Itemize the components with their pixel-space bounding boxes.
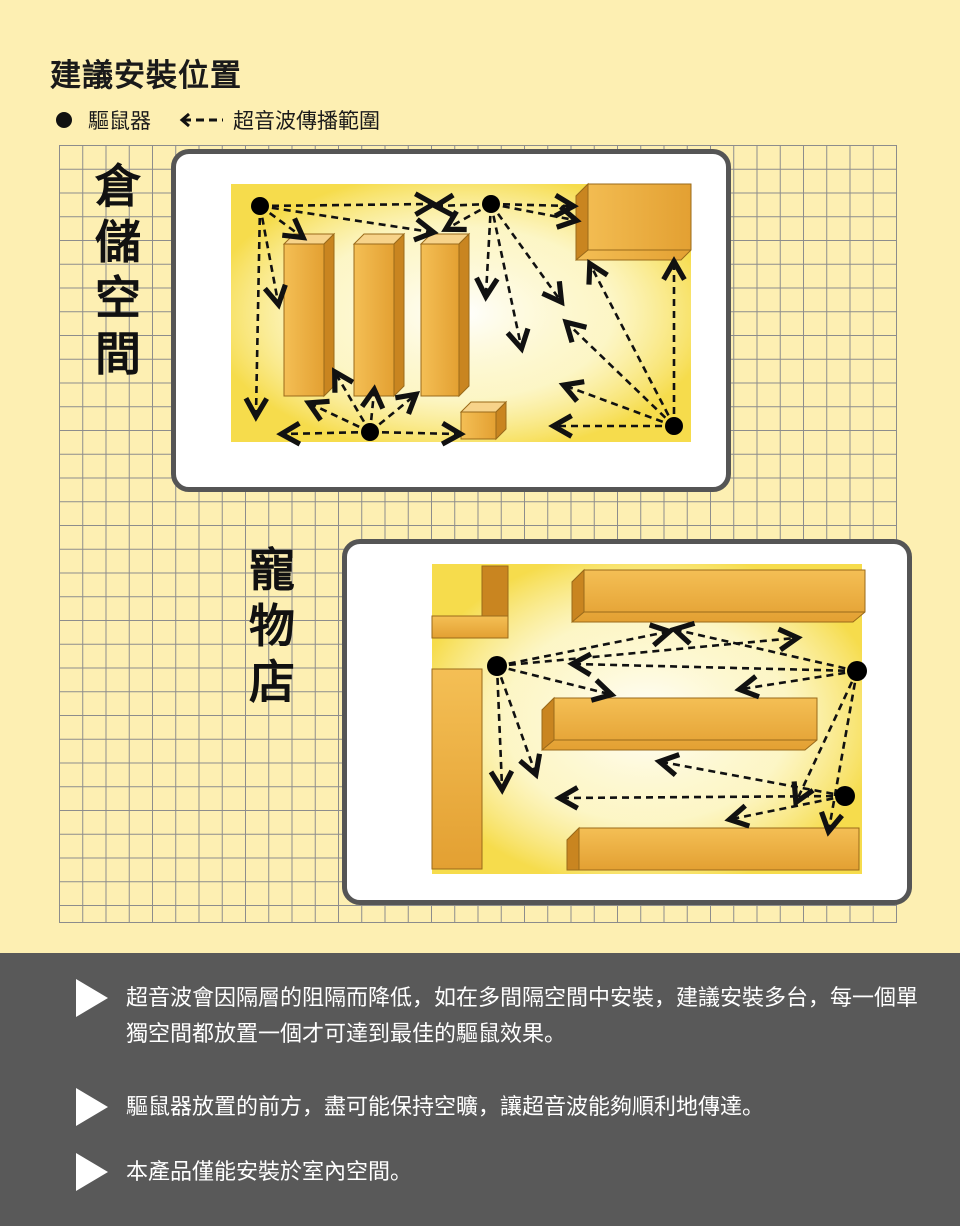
pet-store-diagram (431, 564, 867, 874)
long-shelf (571, 568, 866, 624)
note-item: 超音波會因隔層的阻隔而降低，如在多間隔空間中安裝，建議安裝多台，每一個單獨空間都… (76, 979, 926, 1053)
shelf-box (282, 232, 336, 398)
pet-store-panel (342, 539, 912, 905)
warehouse-diagram (231, 182, 692, 487)
note-text: 驅鼠器放置的前方，盡可能保持空曠，讓超音波能夠順利地傳達。 (126, 1095, 765, 1120)
dashed-arrow-icon (179, 112, 223, 128)
small-box (459, 400, 508, 441)
warehouse-panel (171, 149, 731, 492)
play-triangle-icon (76, 1088, 108, 1126)
notes-footer: 超音波會因隔層的阻隔而降低，如在多間隔空間中安裝，建議安裝多台，每一個單獨空間都… (0, 953, 960, 1226)
page-title: 建議安裝位置 (50, 58, 242, 94)
long-shelf (541, 696, 818, 752)
long-shelf (566, 826, 860, 871)
play-triangle-icon (76, 1153, 108, 1191)
play-triangle-icon (76, 979, 108, 1017)
repeller-dots-pet (487, 656, 867, 806)
note-item: 本產品僅能安裝於室內空間。 (76, 1153, 926, 1191)
legend: 驅鼠器 超音波傳播範圍 (56, 104, 380, 136)
shelf-box (419, 232, 471, 398)
ultrasound-arrows-pet (497, 630, 859, 829)
ultrasound-arrows (256, 204, 674, 434)
pet-store-label-text: 寵物店 (249, 543, 295, 709)
pet-store-label: 寵物店 (244, 542, 300, 710)
note-item: 驅鼠器放置的前方，盡可能保持空曠，讓超音波能夠順利地傳達。 (76, 1088, 926, 1126)
repeller-dot-icon (56, 112, 72, 128)
large-box (575, 182, 692, 262)
legend-ultrasound-label: 超音波傳播範圍 (233, 109, 380, 133)
note-text: 超音波會因隔層的阻隔而降低，如在多間隔空間中安裝，建議安裝多台，每一個單獨空間都… (126, 986, 919, 1047)
shelf-box (352, 232, 406, 398)
repeller-dots (251, 195, 683, 441)
legend-repeller-label: 驅鼠器 (88, 109, 151, 133)
warehouse-label: 倉儲空間 (90, 158, 146, 382)
l-counter (431, 565, 509, 870)
note-text: 本產品僅能安裝於室內空間。 (126, 1160, 413, 1185)
warehouse-label-text: 倉儲空間 (95, 159, 141, 381)
